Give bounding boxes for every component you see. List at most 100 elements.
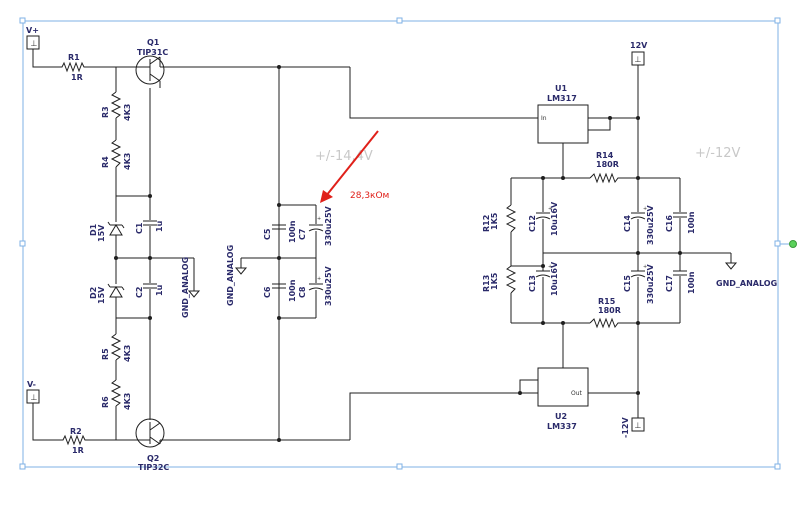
svg-text:+: + — [548, 264, 552, 270]
u1-label: U1 — [555, 84, 567, 93]
resistor-r14 — [589, 172, 638, 184]
r14-value: 180R — [596, 160, 619, 169]
resize-handle[interactable] — [396, 17, 403, 24]
c1-value: 1u — [155, 220, 164, 232]
gnd-label-2: GND_ANALOG — [226, 245, 235, 306]
u2-label: U2 — [555, 412, 567, 421]
minus12v-connector — [631, 417, 645, 432]
svg-text:+: + — [317, 276, 321, 282]
resistor-r1 — [57, 61, 90, 73]
resize-handle[interactable] — [19, 463, 26, 470]
svg-text:⊥: ⊥ — [635, 421, 642, 430]
c5-value: 100n — [288, 220, 297, 243]
c2-value: 1u — [155, 284, 164, 296]
r12-label: R12 — [482, 215, 491, 232]
q2-label: Q2 — [147, 454, 159, 463]
r1-label: R1 — [68, 53, 80, 62]
annotation-text: 28,3кОм — [350, 191, 389, 201]
minus12v-label: -12V — [621, 417, 630, 438]
selection-frame[interactable] — [22, 20, 779, 468]
r15-value: 180R — [598, 306, 621, 315]
c12-value: 10u16V — [550, 201, 559, 236]
u1-value: LM317 — [547, 94, 577, 103]
regulator-u1 — [537, 104, 589, 144]
c14-label: C14 — [623, 215, 632, 232]
resistor-r4 — [110, 139, 122, 168]
rotate-handle[interactable] — [789, 240, 797, 248]
r13-value: 1K5 — [490, 272, 499, 290]
r5-label: R5 — [101, 348, 110, 360]
resistor-r12 — [505, 204, 517, 233]
resize-handle[interactable] — [774, 240, 781, 247]
c13-value: 10u16V — [550, 261, 559, 296]
r5-value: 4K3 — [123, 345, 132, 362]
r12-value: 1K5 — [490, 212, 499, 230]
d2-value: 15V — [97, 286, 106, 304]
resistor-r6 — [110, 379, 122, 407]
gnd-label-1: GND_ANALOG — [181, 257, 190, 318]
svg-text:+: + — [548, 206, 552, 212]
r15-label: R15 — [598, 297, 616, 306]
voltage-14-label: +/-14,4V — [315, 149, 373, 164]
u2-out-label: Out — [571, 390, 583, 397]
r4-label: R4 — [101, 156, 110, 168]
voltage-12-label: +/-12V — [695, 146, 741, 161]
c17-value: 100n — [687, 271, 696, 294]
q2-value: TIP32C — [138, 463, 169, 472]
c15-label: C15 — [623, 275, 632, 292]
resize-handle[interactable] — [396, 463, 403, 470]
r2-value: 1R — [72, 446, 84, 455]
c7-value: 330u25V — [324, 205, 333, 246]
resistor-r2 — [58, 434, 90, 446]
svg-text:+: + — [643, 206, 647, 212]
c6-label: C6 — [263, 286, 272, 298]
transistor-q2 — [135, 418, 165, 448]
d2-label: D2 — [89, 287, 98, 299]
r4-value: 4K3 — [123, 153, 132, 170]
c7-label: C7 — [298, 229, 307, 240]
svg-text:+: + — [643, 264, 647, 270]
q1-value: TIP31C — [137, 48, 168, 57]
c16-value: 100n — [687, 211, 696, 234]
c15-value: 330u25V — [646, 263, 655, 304]
d1-label: D1 — [89, 223, 98, 236]
resize-handle[interactable] — [19, 240, 26, 247]
r14-label: R14 — [596, 151, 614, 160]
r2-label: R2 — [70, 427, 82, 436]
vplus-label: V+ — [26, 26, 39, 35]
svg-text:⊥: ⊥ — [635, 55, 642, 64]
c5-label: C5 — [263, 228, 272, 240]
svg-text:+: + — [317, 216, 321, 222]
r6-label: R6 — [101, 396, 110, 408]
r1-value: 1R — [71, 73, 83, 82]
r6-value: 4K3 — [123, 393, 132, 410]
c1-label: C1 — [135, 222, 144, 234]
c17-label: C17 — [665, 275, 674, 292]
u1-in-label: In — [541, 115, 547, 122]
regulator-u2 — [537, 367, 589, 407]
c13-label: C13 — [528, 275, 537, 292]
vminus-label: V- — [27, 380, 36, 389]
plus12v-label: 12V — [630, 41, 648, 50]
r3-label: R3 — [101, 106, 110, 118]
c8-value: 330u25V — [324, 265, 333, 306]
resize-handle[interactable] — [774, 463, 781, 470]
gnd-label-3: GND_ANALOG — [716, 279, 777, 288]
diode-d1 — [109, 224, 123, 236]
d1-value: 15V — [97, 224, 106, 242]
svg-text:⊥: ⊥ — [31, 393, 38, 402]
resistor-r5 — [110, 333, 122, 361]
ground-symbol — [234, 267, 248, 275]
r13-label: R13 — [482, 275, 491, 292]
diode-d2 — [109, 286, 123, 298]
resize-handle[interactable] — [19, 17, 26, 24]
resize-handle[interactable] — [774, 17, 781, 24]
c8-label: C8 — [298, 286, 307, 298]
r3-value: 4K3 — [123, 104, 132, 121]
svg-text:⊥: ⊥ — [31, 39, 38, 48]
c16-label: C16 — [665, 215, 674, 232]
resistor-r15 — [589, 317, 638, 329]
c12-label: C12 — [528, 215, 537, 232]
annotation-arrow — [320, 190, 333, 203]
